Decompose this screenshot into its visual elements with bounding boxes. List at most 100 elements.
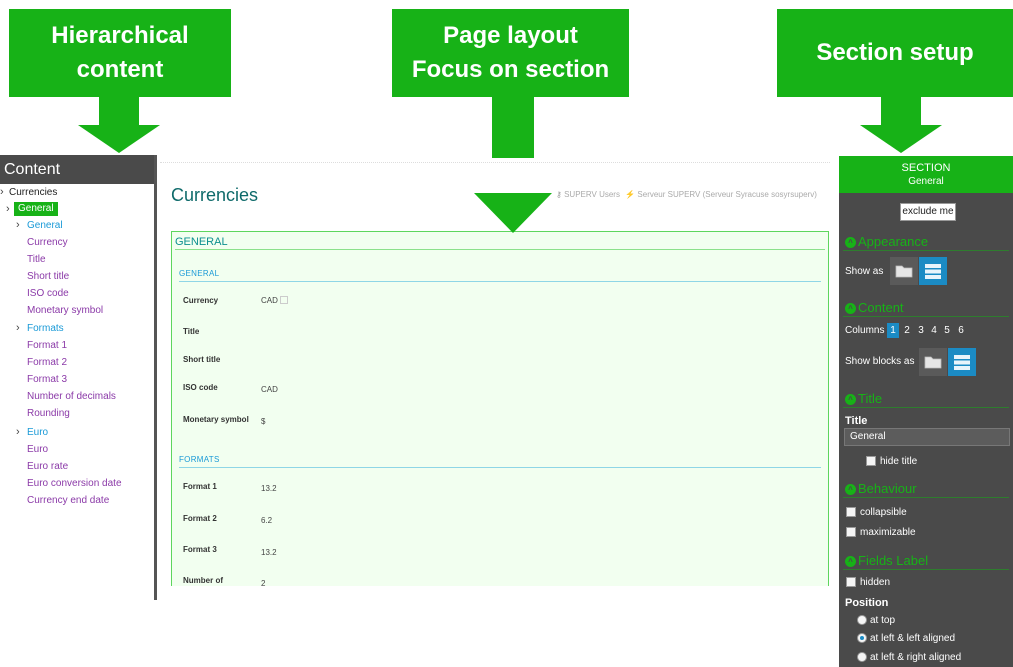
key-icon: ⚷	[556, 190, 562, 199]
block-title-general: GENERAL	[179, 269, 220, 278]
field-value-text: CAD	[261, 296, 278, 305]
tree-item-field[interactable]: Format 1	[27, 340, 68, 351]
field-value[interactable]: 2	[261, 579, 266, 586]
divider	[843, 569, 1009, 570]
divider	[179, 281, 821, 282]
maximizable-checkbox[interactable]	[846, 527, 856, 537]
maximizable-label: maximizable	[860, 527, 916, 538]
columns-label: Columns	[845, 325, 885, 336]
heading-text: Fields Label	[858, 553, 929, 568]
field-label: Format 1	[183, 482, 217, 491]
folder-icon[interactable]	[919, 348, 947, 376]
plug-icon: ⚡	[625, 190, 636, 199]
position-label: Position	[845, 597, 889, 609]
tree-item-field[interactable]: Rounding	[27, 408, 70, 419]
collapsible-checkbox[interactable]	[846, 507, 856, 517]
tree-item-field[interactable]: Euro rate	[27, 461, 69, 472]
field-label: Short title	[183, 355, 221, 364]
arrow-stem	[881, 97, 921, 125]
position-radio-left-right[interactable]	[857, 652, 867, 662]
tree-item-field[interactable]: Currency end date	[27, 495, 110, 506]
folder-icon[interactable]	[890, 257, 918, 285]
tree-item-field[interactable]: Title	[27, 254, 46, 265]
callout-text: Hierarchical	[51, 22, 189, 49]
block-title-formats: FORMATS	[179, 455, 220, 464]
meta-server[interactable]: Serveur SUPERV (Serveur Syracuse sosyrsu…	[637, 190, 817, 199]
tree-item-formats-block[interactable]: Formats	[27, 323, 64, 334]
field-value[interactable]: $	[261, 417, 266, 426]
tree-item-field[interactable]: Format 2	[27, 357, 68, 368]
tree-item-field[interactable]: ISO code	[27, 288, 69, 299]
title-field-label: Title	[845, 415, 868, 427]
divider	[160, 162, 830, 163]
column-option-3[interactable]: 3	[918, 325, 924, 336]
fields-label-heading[interactable]: ^Fields Label	[845, 553, 928, 568]
appearance-heading[interactable]: ^Appearance	[845, 234, 928, 249]
arrow-down-icon	[78, 125, 160, 153]
heading-text: Title	[858, 391, 883, 406]
hidden-checkbox[interactable]	[846, 577, 856, 587]
hidden-label: hidden	[860, 577, 891, 588]
collapse-icon[interactable]: ^	[845, 303, 856, 314]
position-radio-left-left[interactable]	[857, 633, 867, 643]
behaviour-heading[interactable]: ^Behaviour	[845, 481, 917, 496]
content-heading[interactable]: ^Content	[845, 300, 904, 315]
divider	[175, 249, 825, 250]
title-input[interactable]: General	[844, 428, 1010, 446]
column-option-4[interactable]: 4	[931, 325, 937, 336]
callout-text: content	[76, 56, 164, 83]
section-title: GENERAL	[175, 236, 228, 248]
hide-title-checkbox[interactable]	[866, 456, 876, 466]
chevron-right-icon[interactable]: ›	[16, 426, 20, 438]
callout-text: Focus on section	[411, 56, 610, 83]
tree-item-general-section[interactable]: General	[14, 202, 58, 216]
lookup-icon[interactable]	[279, 296, 288, 304]
field-label: Monetary symbol	[183, 415, 249, 424]
position-radio-top[interactable]	[857, 615, 867, 625]
field-value[interactable]: 6.2	[261, 516, 273, 525]
rows-layout-icon[interactable]	[919, 257, 947, 285]
page-title: Currencies	[171, 185, 259, 205]
tree-item-field[interactable]: Short title	[27, 271, 70, 282]
column-option-6[interactable]: 6	[958, 325, 964, 336]
tree-item-field[interactable]: Monetary symbol	[27, 305, 104, 316]
collapse-icon[interactable]: ^	[845, 237, 856, 248]
tree-item-field[interactable]: Euro conversion date	[27, 478, 122, 489]
tree-item-currencies[interactable]: Currencies	[9, 187, 58, 198]
tree-item-euro-block[interactable]: Euro	[27, 427, 49, 438]
chevron-right-icon[interactable]: ›	[16, 219, 20, 231]
chevron-right-icon[interactable]: ›	[6, 203, 10, 215]
tree-item-field[interactable]: Euro	[27, 444, 49, 455]
field-value[interactable]: CAD	[261, 296, 288, 305]
field-value[interactable]: 13.2	[261, 484, 277, 493]
divider	[843, 250, 1009, 251]
show-blocks-label: Show blocks as	[845, 356, 915, 367]
column-option-1[interactable]: 1	[887, 323, 899, 338]
field-value[interactable]: 13.2	[261, 548, 277, 557]
chevron-right-icon[interactable]: ›	[16, 322, 20, 334]
chevron-right-icon[interactable]: ›	[0, 186, 4, 198]
tree-item-field[interactable]: Currency	[27, 237, 68, 248]
page-meta: ⚷ SUPERV Users ⚡ Serveur SUPERV (Serveur…	[556, 190, 817, 199]
show-as-label: Show as	[845, 266, 884, 277]
tree-item-general-block[interactable]: General	[27, 220, 63, 231]
section-setup-panel: SECTION General exclude me ^Appearance S…	[839, 156, 1013, 667]
column-option-2[interactable]: 2	[904, 325, 910, 336]
exclude-me-button[interactable]: exclude me	[900, 203, 956, 221]
callout-hierarchical-content: Hierarchical content	[9, 9, 231, 97]
column-option-5[interactable]: 5	[944, 325, 950, 336]
tree-item-field[interactable]: Format 3	[27, 374, 68, 385]
title-heading[interactable]: ^Title	[845, 391, 882, 406]
collapse-icon[interactable]: ^	[845, 484, 856, 495]
position-option-label: at top	[870, 615, 896, 626]
section-general[interactable]: GENERAL GENERAL Currency CAD Title Short…	[171, 231, 829, 586]
collapse-icon[interactable]: ^	[845, 556, 856, 567]
field-value[interactable]: CAD	[261, 385, 278, 394]
content-panel-title: Content	[0, 155, 154, 184]
collapse-icon[interactable]: ^	[845, 394, 856, 405]
tree-item-field[interactable]: Number of decimals	[27, 391, 116, 402]
field-label: Title	[183, 327, 200, 336]
callout-section-setup: Section setup	[777, 9, 1013, 97]
meta-users[interactable]: SUPERV Users	[564, 190, 620, 199]
rows-layout-icon[interactable]	[948, 348, 976, 376]
